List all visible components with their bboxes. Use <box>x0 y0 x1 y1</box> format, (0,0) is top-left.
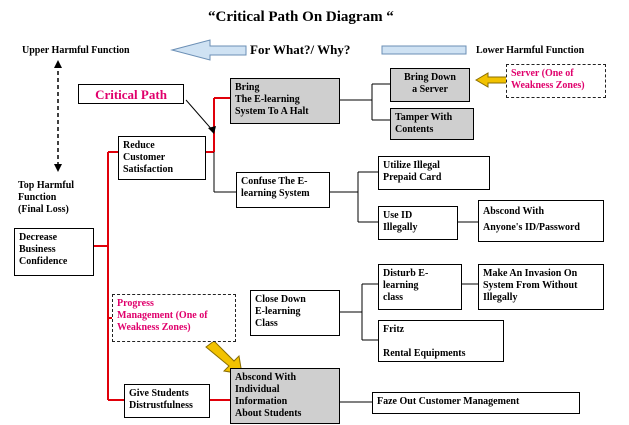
fritz-rental-equipments-box: Fritz Rental Equipments <box>378 320 504 362</box>
critical-path-label: Critical Path <box>78 84 184 104</box>
yellow-arrow-progress <box>205 340 243 375</box>
for-what-why-label: For What?/ Why? <box>250 42 351 57</box>
arrow-down-head <box>54 164 62 172</box>
use-id-illegally-box: Use ID Illegally <box>378 206 458 240</box>
left-arrow-shape <box>170 39 247 61</box>
abscond-individual-info-box: Abscond With Individual Information Abou… <box>230 368 340 424</box>
upper-harmful-label: Upper Harmful Function <box>22 45 130 56</box>
disturb-elearning-class-box: Disturb E- learning class <box>378 264 462 310</box>
make-invasion-box: Make An Invasion On System From Without … <box>478 264 604 310</box>
progress-management-weakness-box: Progress Management (One of Weakness Zon… <box>112 294 236 342</box>
right-bar-shape <box>381 45 467 55</box>
reduce-customer-satisfaction-box: Reduce Customer Satisfaction <box>118 136 206 180</box>
bring-down-server-box: Bring Down a Server <box>390 68 470 102</box>
yellow-arrow-server <box>475 72 509 88</box>
tamper-contents-box: Tamper With Contents <box>390 108 474 140</box>
bring-elearning-halt-box: Bring The E-learning System To A Halt <box>230 78 340 124</box>
abscond-id-password-box: Abscond With Anyone's ID/Password <box>478 200 604 242</box>
connector-lines <box>185 83 478 403</box>
top-harmful-label: Top Harmful Function (Final Loss) <box>18 180 75 215</box>
diagram-title: “Critical Path On Diagram “ <box>208 9 394 25</box>
decrease-business-confidence-box: Decrease Business Confidence <box>14 228 94 276</box>
critical-path-lines <box>94 97 230 401</box>
arrow-up-head <box>54 60 62 68</box>
confuse-elearning-system-box: Confuse The E- learning System <box>236 172 330 208</box>
give-students-distrustfulness-box: Give Students Distrustfulness <box>124 384 210 418</box>
lower-harmful-label: Lower Harmful Function <box>476 45 585 56</box>
close-down-class-box: Close Down E-learning Class <box>250 290 340 336</box>
utilize-illegal-card-box: Utilize Illegal Prepaid Card <box>378 156 490 190</box>
critical-path-pointer-head <box>208 126 216 134</box>
server-weakness-zone-box: Server (One of Weakness Zones) <box>506 64 606 98</box>
faze-out-customer-management-box: Faze Out Customer Management <box>372 392 580 414</box>
